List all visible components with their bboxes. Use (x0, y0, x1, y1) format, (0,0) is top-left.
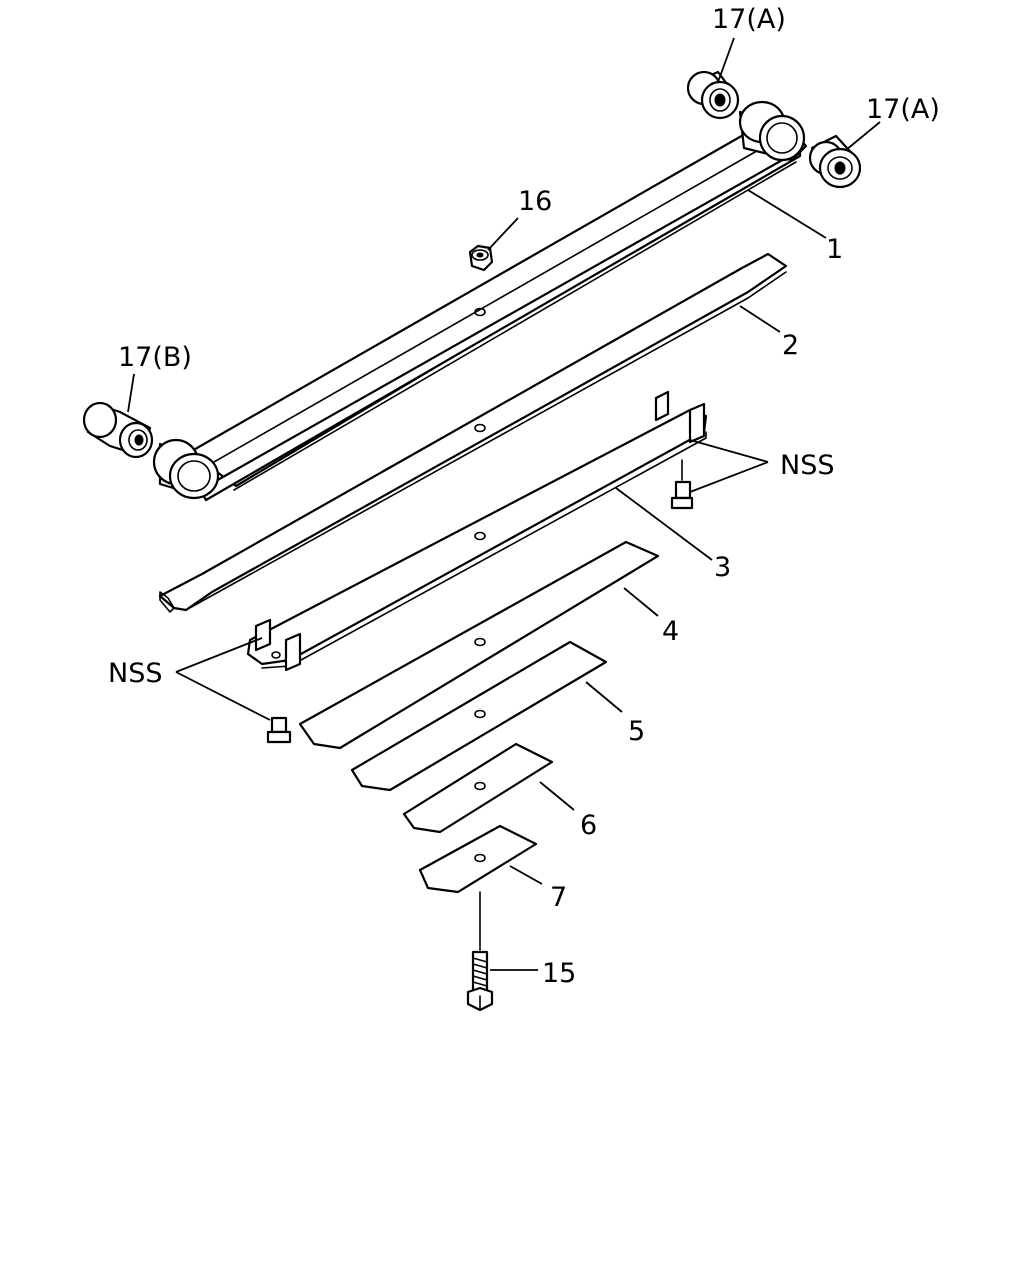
label-2: 2 (782, 330, 799, 361)
label-16: 16 (518, 186, 552, 217)
callout-labels: 17(A) 17(A) 16 1 2 17(B) NSS 3 4 NSS 5 6… (108, 4, 940, 989)
rear-eye (152, 438, 220, 500)
leaf-part-7 (418, 824, 538, 894)
clip-left (254, 618, 272, 652)
label-3: 3 (714, 552, 731, 583)
bushing-17a-top (686, 70, 740, 120)
center-hole (474, 307, 486, 317)
label-5: 5 (628, 716, 645, 747)
label-4: 4 (662, 616, 679, 647)
label-6: 6 (580, 810, 597, 841)
leaf-part-6 (402, 742, 554, 834)
clip-right (654, 390, 670, 422)
center-bolt-part-15 (466, 891, 494, 1012)
label-1: 1 (826, 234, 843, 265)
label-17a-top: 17(A) (712, 4, 786, 35)
leader-lines (127, 37, 881, 971)
main-leaf-part-1 (152, 100, 808, 502)
label-nss-right: NSS (780, 450, 834, 481)
leaf-part-4 (298, 540, 660, 750)
label-17a-right: 17(A) (866, 94, 940, 125)
bushing-17b (82, 401, 154, 459)
label-7: 7 (550, 882, 567, 913)
leaf-part-2 (158, 252, 788, 613)
bushing-17a-right (808, 134, 862, 189)
nss-bolt-right (670, 459, 694, 510)
leaf-part-5 (350, 640, 608, 792)
label-15: 15 (542, 958, 576, 989)
label-nss-left: NSS (108, 658, 162, 689)
nss-bolt-left (266, 716, 292, 744)
label-17b: 17(B) (118, 342, 192, 373)
front-eye (738, 100, 808, 162)
nut-part-16 (468, 244, 494, 272)
leaf-part-3 (246, 390, 708, 672)
